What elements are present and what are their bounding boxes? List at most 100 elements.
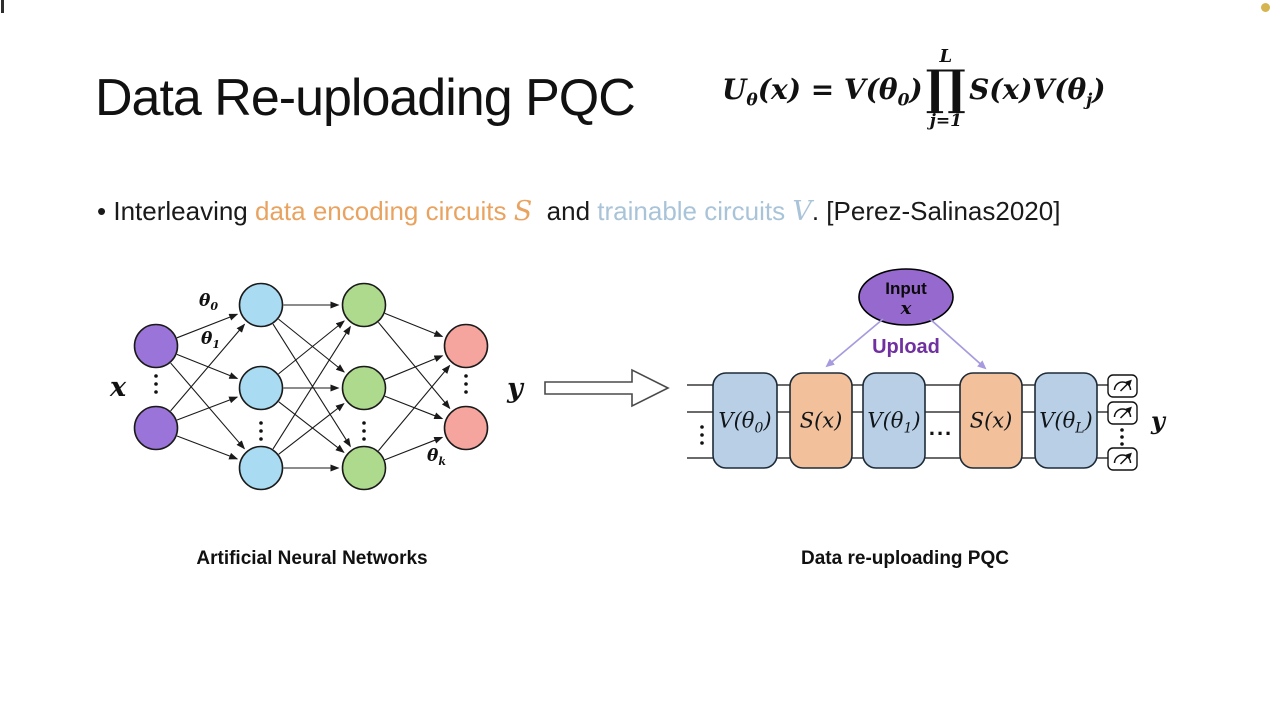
nn-edge	[384, 312, 444, 337]
hidden2-layer-ellipsis-dots	[362, 429, 366, 433]
bullet-text-intro: Interleaving	[113, 196, 255, 226]
edge-artifact	[1, 0, 4, 13]
input-ellipse	[858, 268, 954, 326]
nn-edge	[272, 325, 351, 450]
pqc-caption: Data re-uploading PQC	[801, 548, 1009, 569]
upload-arrow	[825, 318, 884, 368]
nn-edge	[170, 362, 246, 450]
nn-output-label: y	[506, 373, 525, 404]
formula-lhs: Uθ(x) = V(θ0)	[722, 72, 923, 111]
output-layer-node	[443, 323, 489, 369]
hidden2-layer-node	[341, 282, 387, 328]
meter-arc-icon	[1113, 408, 1132, 418]
hidden2-layer-node	[341, 365, 387, 411]
meter-ellipsis	[1120, 428, 1124, 432]
hidden2-layer-node	[341, 445, 387, 491]
input-ellipse-math-label: x	[900, 298, 912, 319]
gate-block	[862, 372, 926, 469]
nn-edge	[278, 320, 345, 375]
input-layer-node	[133, 405, 179, 451]
gate-label: V(θ0)	[718, 409, 771, 437]
gate-block	[959, 372, 1023, 469]
formula: Uθ(x) = V(θ0) L ∏ j=1 S(x)V(θj)	[722, 48, 1106, 130]
gate-block	[712, 372, 778, 469]
gates-ellipsis: ...	[929, 415, 953, 440]
left-wire-ellipsis	[700, 441, 704, 445]
input-layer-ellipsis-dots	[154, 390, 158, 394]
hidden2-layer-ellipsis-dots	[362, 421, 366, 425]
right-arrow-connector	[544, 368, 670, 408]
meter-needle-icon	[1119, 406, 1132, 419]
hidden1-layer-node	[238, 445, 284, 491]
nn-edge	[384, 395, 444, 420]
hidden1-layer-ellipsis-dots	[259, 429, 263, 433]
upload-arrow	[929, 318, 987, 370]
meter-arc-icon	[1113, 381, 1132, 391]
meter-ellipsis	[1120, 435, 1124, 439]
nn-edge	[176, 396, 239, 421]
input-layer-ellipsis-dots	[154, 382, 158, 386]
nn-edge	[272, 323, 351, 448]
product-upper-limit: L	[939, 46, 953, 67]
bullet-text-data-encoding: data encoding circuits	[255, 196, 514, 226]
nn-edge	[176, 353, 239, 380]
nn-edge	[176, 313, 239, 339]
input-layer-ellipsis-dots	[154, 374, 158, 378]
gate-block	[789, 372, 853, 469]
bullet-math-V: V	[792, 196, 812, 227]
meter-arc-icon	[1113, 454, 1132, 464]
hidden1-layer-node	[238, 365, 284, 411]
left-wire-ellipsis	[700, 433, 704, 437]
circuit-output-label: y	[1150, 406, 1167, 435]
page-title: Data Re-uploading PQC	[95, 69, 636, 127]
left-wire-ellipsis	[700, 425, 704, 429]
recording-dot	[1261, 3, 1270, 12]
nn-edge	[384, 436, 444, 461]
gate-label: V(θL)	[1039, 409, 1093, 437]
product-operator: ∏	[925, 60, 967, 116]
gate-label: V(θ1)	[867, 409, 920, 437]
nn-edge	[278, 403, 345, 455]
gate-label: S(x)	[800, 409, 843, 433]
output-layer-ellipsis-dots	[464, 374, 468, 378]
hollow-arrow-icon	[544, 368, 670, 408]
output-layer-node	[443, 405, 489, 451]
input-ellipse-label: Input	[885, 279, 927, 298]
meter-needle-icon	[1119, 452, 1132, 465]
measurement-box	[1107, 447, 1138, 471]
hidden1-layer-ellipsis-dots	[259, 437, 263, 441]
meter-needle-icon	[1119, 379, 1132, 392]
neural-network-diagram: x y θ0 θ1 θk	[109, 282, 525, 491]
nn-edge-weight-label: θ1	[201, 329, 220, 351]
input-layer-node	[133, 323, 179, 369]
bullet-text-trainable: trainable circuits	[597, 196, 793, 226]
nn-caption: Artificial Neural Networks	[196, 548, 428, 569]
upload-label: Upload	[872, 336, 940, 358]
measurement-box	[1107, 401, 1138, 425]
bullet-line: • Interleaving data encoding circuits S …	[97, 196, 1060, 227]
bullet-text-and: and	[532, 196, 598, 226]
hidden2-layer-ellipsis-dots	[362, 437, 366, 441]
nn-edge-weight-label: θk	[427, 446, 446, 468]
nn-edge	[377, 321, 451, 410]
nn-edge	[378, 364, 451, 452]
nn-edge	[176, 435, 239, 460]
output-layer-ellipsis-dots	[464, 390, 468, 394]
measurement-box	[1107, 374, 1138, 398]
nn-edge	[278, 401, 345, 453]
nn-edge	[278, 318, 345, 373]
bullet-marker: •	[97, 196, 107, 226]
product-symbol: L ∏ j=1	[926, 48, 966, 130]
hidden1-layer-ellipsis-dots	[259, 421, 263, 425]
nn-edge-weight-label: θ0	[199, 291, 218, 313]
nn-input-label: x	[109, 372, 127, 403]
bullet-math-S: S	[513, 196, 533, 227]
gate-label: S(x)	[970, 409, 1013, 433]
formula-rhs: S(x)V(θj)	[969, 72, 1106, 111]
output-layer-ellipsis-dots	[464, 382, 468, 386]
gate-block	[1034, 372, 1098, 469]
product-lower-limit: j=1	[929, 110, 962, 131]
bullet-text-reference: . [Perez-Salinas2020]	[811, 196, 1061, 226]
hidden1-layer-node	[238, 282, 284, 328]
